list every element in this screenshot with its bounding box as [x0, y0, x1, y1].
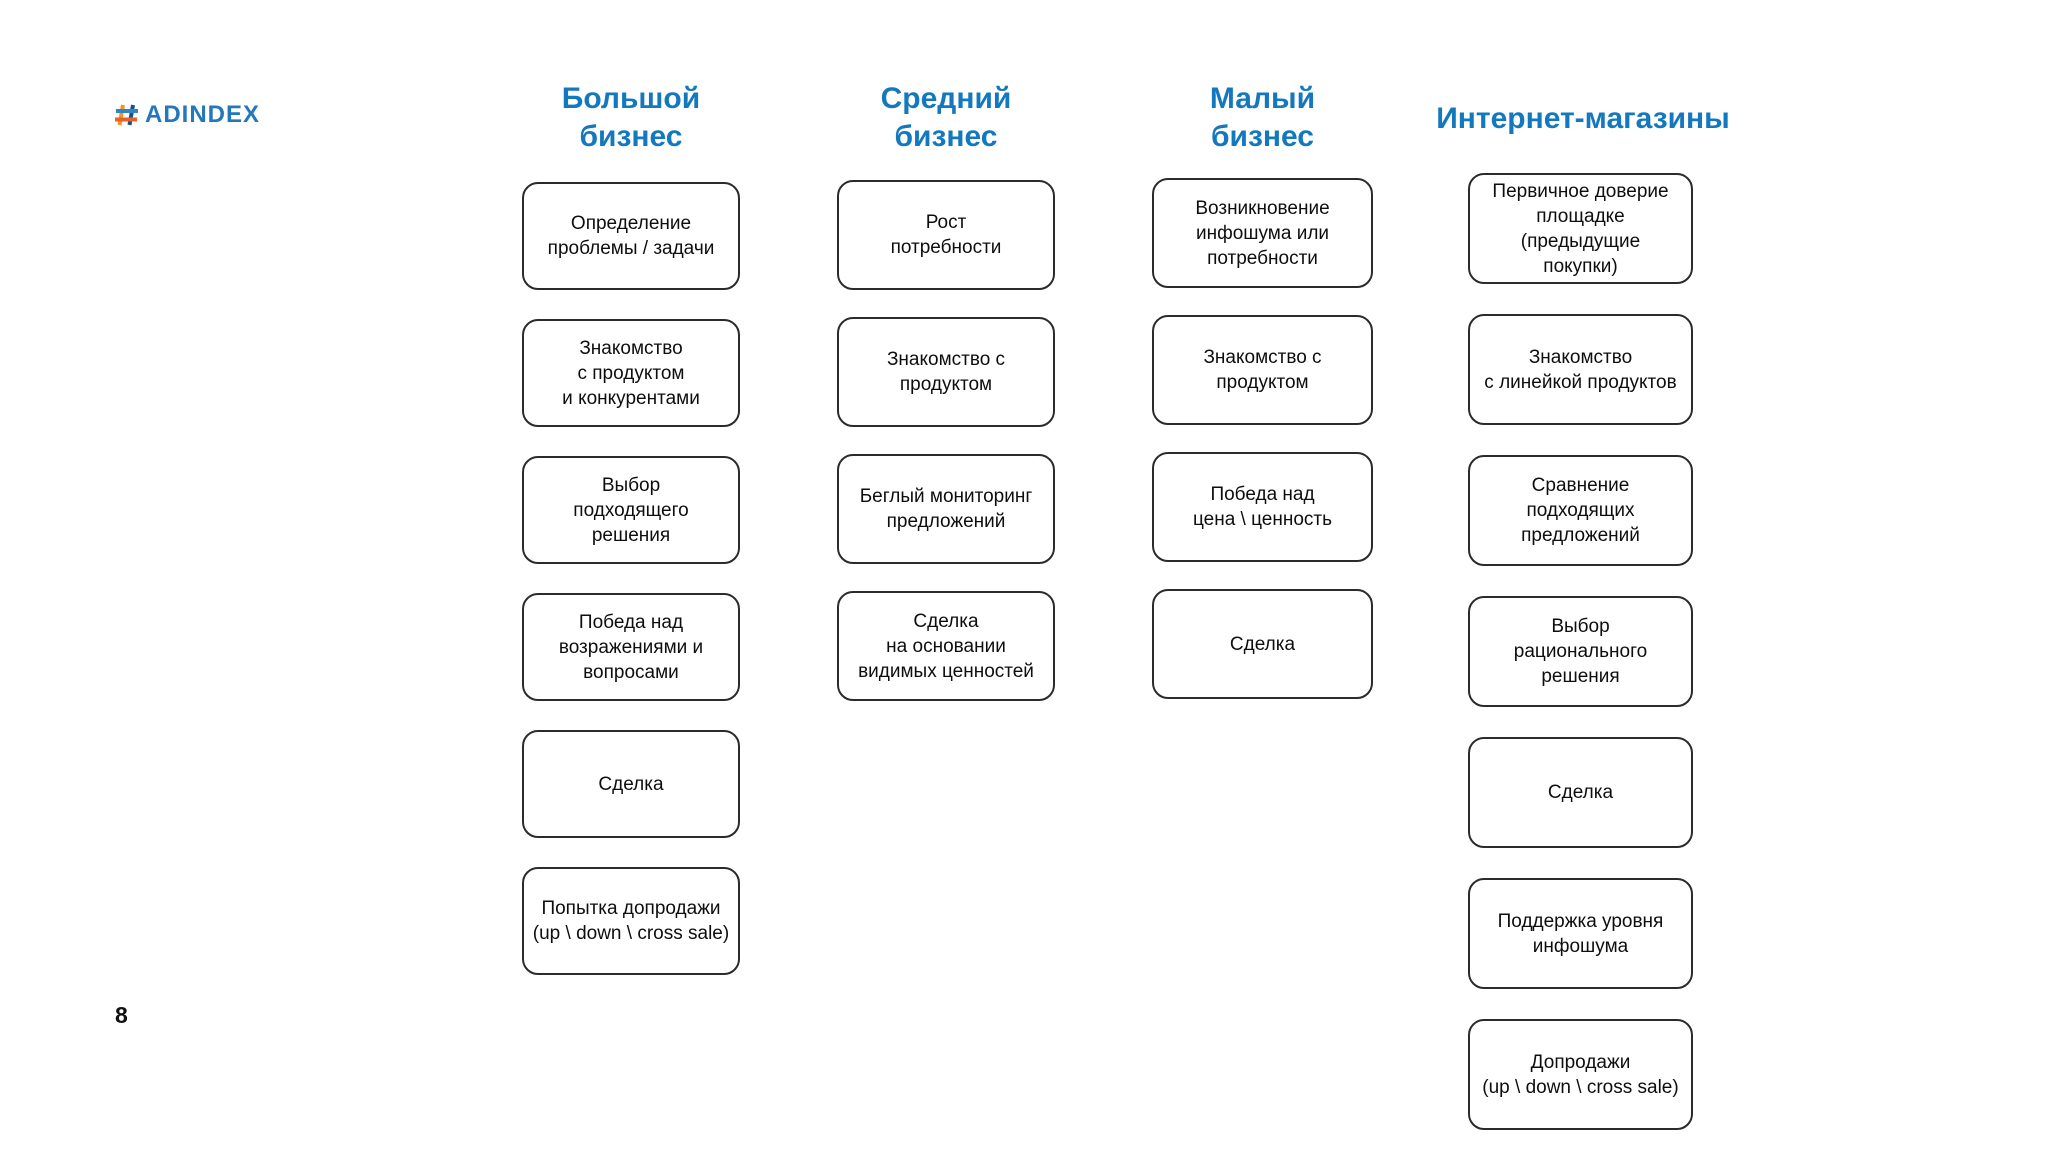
process-box-product-intro: Знакомство с продуктом: [1152, 315, 1373, 425]
adindex-logo: ADINDEX: [112, 100, 260, 130]
process-box-product-intro: Знакомство с продуктом: [837, 317, 1055, 427]
process-box-product-line-intro: Знакомство с линейкой продуктов: [1468, 314, 1693, 425]
process-box-problem-definition: Определение проблемы / задачи: [522, 182, 740, 290]
column-header-big-business: Большой бизнес: [561, 82, 701, 153]
process-box-quick-monitoring: Беглый мониторинг предложений: [837, 454, 1055, 564]
column-medium-business: Рост потребности Знакомство с продуктом …: [837, 180, 1055, 701]
process-box-deal-visible-values: Сделка на основании видимых ценностей: [837, 591, 1055, 701]
process-box-deal: Сделка: [522, 730, 740, 838]
logo-text: ADINDEX: [145, 101, 261, 128]
process-box-upsell-attempt: Попытка допродажи (up \ down \ cross sal…: [522, 867, 740, 975]
column-header-medium-business: Средний бизнес: [880, 82, 1012, 153]
column-small-business: Возникновение инфошума или потребности З…: [1152, 178, 1373, 699]
process-box-infonoise-need: Возникновение инфошума или потребности: [1152, 178, 1373, 288]
process-box-product-competitors-intro: Знакомство с продуктом и конкурентами: [522, 319, 740, 427]
process-box-infonoise-support: Поддержка уровня инфошума: [1468, 878, 1693, 989]
process-box-objections-win: Победа над возражениями и вопросами: [522, 593, 740, 701]
process-box-deal: Сделка: [1152, 589, 1373, 699]
page-number: 8: [115, 1002, 128, 1028]
process-box-solution-choice: Выбор подходящего решения: [522, 456, 740, 564]
process-box-rational-choice: Выбор рационального решения: [1468, 596, 1693, 707]
hash-icon: [115, 104, 138, 126]
process-box-offers-comparison: Сравнение подходящих предложений: [1468, 455, 1693, 566]
process-box-deal: Сделка: [1468, 737, 1693, 848]
process-box-need-growth: Рост потребности: [837, 180, 1055, 290]
process-box-price-value-win: Победа над цена \ ценность: [1152, 452, 1373, 562]
column-header-online-stores: Интернет-магазины: [1436, 102, 1730, 135]
column-big-business: Определение проблемы / задачи Знакомство…: [522, 182, 740, 975]
column-online-stores: Первичное доверие площадке (предыдущие п…: [1468, 173, 1693, 1130]
process-box-upsell: Допродажи (up \ down \ cross sale): [1468, 1019, 1693, 1130]
process-box-platform-trust: Первичное доверие площадке (предыдущие п…: [1468, 173, 1693, 284]
column-header-small-business: Малый бизнес: [1209, 82, 1316, 153]
